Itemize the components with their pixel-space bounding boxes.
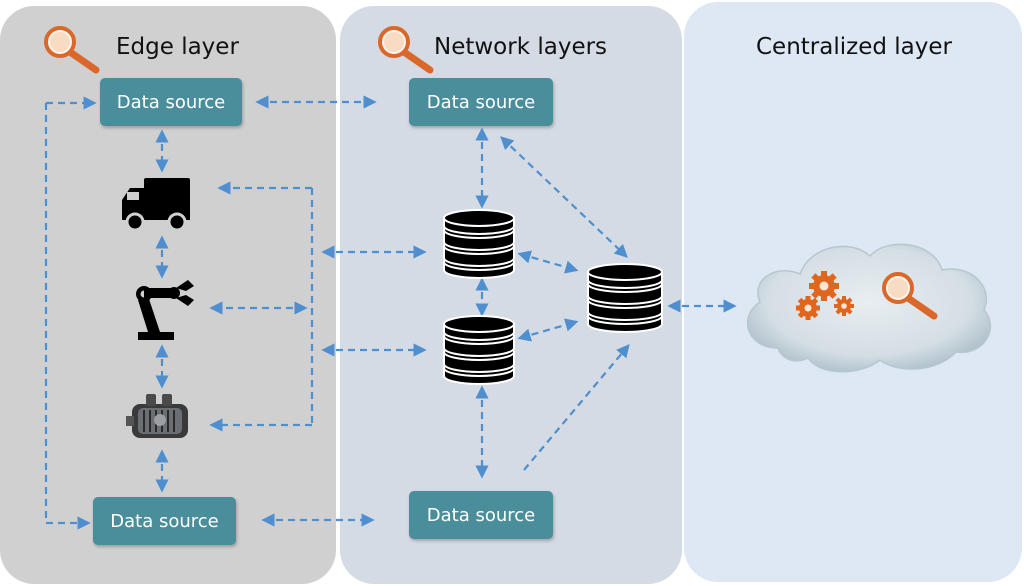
- database-icon: [587, 263, 663, 333]
- gears-icon: [796, 271, 854, 320]
- engine-icon: [126, 394, 188, 438]
- network-data-source-bottom: Data source: [409, 491, 553, 539]
- edge-layer-title: Edge layer: [116, 34, 239, 60]
- magnifier-icon: [44, 26, 100, 74]
- network-data-source-top: Data source: [409, 78, 553, 126]
- network-layer-title: Network layers: [434, 34, 608, 60]
- database-icon: [443, 315, 515, 385]
- database-icon: [443, 209, 515, 279]
- edge-data-source-top: Data source: [100, 78, 242, 126]
- cloud-icon: [746, 243, 992, 373]
- robot-arm-icon: [136, 280, 194, 340]
- centralized-layer-title: Centralized layer: [756, 34, 952, 60]
- magnifier-icon: [378, 26, 434, 74]
- edge-data-source-bottom: Data source: [93, 497, 236, 545]
- magnifier-icon: [882, 272, 938, 320]
- truck-icon: [122, 178, 190, 232]
